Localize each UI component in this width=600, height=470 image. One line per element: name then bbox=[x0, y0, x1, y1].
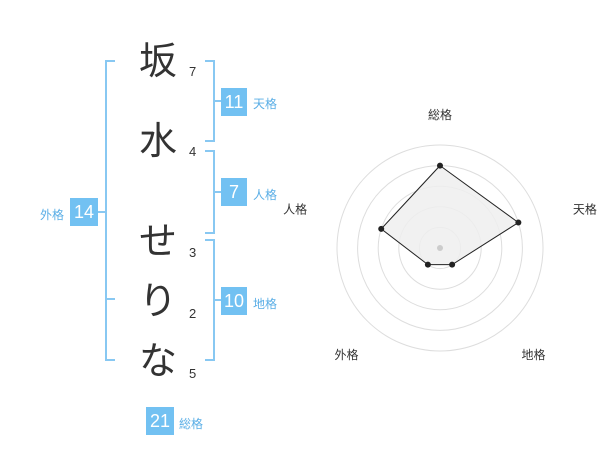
gaikaku-label: 外格 bbox=[40, 208, 65, 222]
stroke-count-1: 7 bbox=[189, 64, 197, 79]
stroke-count-5: 5 bbox=[189, 366, 197, 381]
tenkaku-tick bbox=[214, 100, 222, 102]
name-char-3: せ bbox=[138, 219, 177, 263]
jinkaku-value: 7 bbox=[221, 178, 247, 206]
radar-axis-label-jinkaku: 人格 bbox=[283, 201, 307, 216]
radar-point bbox=[424, 261, 431, 268]
gaikaku-bracket bbox=[105, 60, 115, 361]
chikaku-label: 地格 bbox=[253, 297, 278, 311]
chikaku-tick bbox=[214, 299, 222, 301]
radar-axis-label-gaikaku: 外格 bbox=[335, 347, 359, 362]
radar-points bbox=[378, 162, 522, 268]
gaikaku-bracket-mid bbox=[105, 298, 115, 300]
radar-axis-label-chikaku: 地格 bbox=[521, 347, 545, 362]
radar-center bbox=[437, 245, 443, 251]
name-char-4: り bbox=[138, 279, 177, 323]
soukaku-label: 総格 bbox=[179, 417, 204, 431]
name-char-5: な bbox=[138, 339, 177, 383]
radar-point bbox=[515, 219, 522, 226]
gaikaku-value: 14 bbox=[70, 198, 98, 226]
soukaku-value: 21 bbox=[146, 407, 174, 435]
tenkaku-value: 11 bbox=[221, 88, 247, 116]
jinkaku-label: 人格 bbox=[253, 188, 278, 202]
chikaku-value: 10 bbox=[221, 287, 247, 315]
radar-axis-label-soukaku: 総格 bbox=[428, 107, 452, 122]
gaikaku-tick bbox=[97, 211, 107, 213]
jinkaku-tick bbox=[214, 191, 222, 193]
name-char-1: 坂 bbox=[138, 39, 177, 83]
name-char-2: 水 bbox=[138, 119, 177, 163]
radar-point bbox=[437, 162, 443, 169]
radar-point bbox=[378, 225, 385, 232]
stroke-count-4: 2 bbox=[189, 306, 197, 321]
stroke-count-2: 4 bbox=[189, 144, 197, 159]
radar-axis-label-tenkaku: 天格 bbox=[573, 201, 597, 216]
radar-area bbox=[380, 164, 520, 266]
stroke-count-3: 3 bbox=[189, 245, 197, 260]
radar-point bbox=[449, 261, 456, 268]
radar-ring bbox=[336, 144, 544, 352]
tenkaku-label: 天格 bbox=[253, 97, 278, 111]
